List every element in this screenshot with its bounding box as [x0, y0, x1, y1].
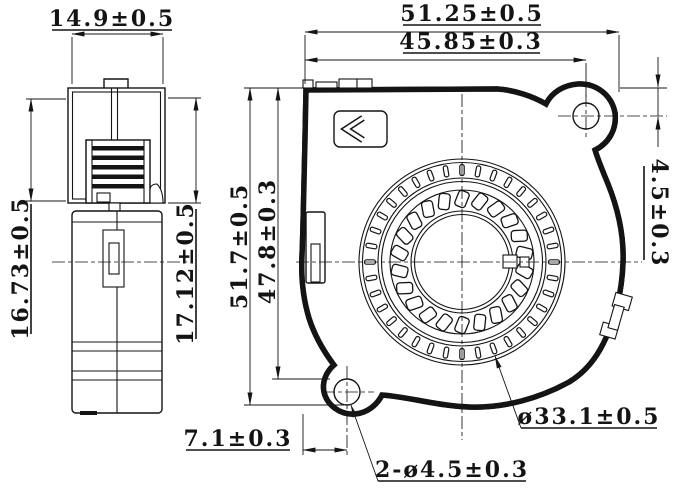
impeller-blade: [437, 192, 451, 211]
side-latch-tab-inner: [310, 243, 321, 283]
impeller-blade: [420, 199, 435, 219]
stator-notch: [96, 192, 111, 203]
impeller-blade: [395, 226, 414, 245]
impeller-blade-tip: [535, 211, 548, 221]
stator-column-right: [143, 139, 151, 204]
impeller-blade-tip: [546, 274, 559, 282]
dim-mounting-holes: 2-ø4.5±0.3: [375, 457, 529, 483]
front-view: [302, 78, 633, 414]
connector-inner: [108, 242, 120, 275]
rotation-label-box: [333, 110, 388, 148]
impeller-blade: [486, 200, 506, 218]
impeller-blade-tip: [365, 242, 378, 250]
impeller-blade-tip: [386, 316, 397, 327]
impeller-blade-tip: [474, 346, 482, 359]
impeller-blade: [435, 313, 453, 332]
impeller-blade-tip: [503, 176, 513, 189]
impeller-blade-tip: [369, 226, 382, 235]
impeller-blade-tip: [397, 186, 408, 197]
dim-side-height-left: 16.73±0.5: [8, 196, 34, 340]
impeller-blade-tip: [442, 346, 450, 359]
impeller-blade: [390, 244, 409, 262]
impeller-blade-tip: [365, 274, 378, 282]
impeller-blade: [390, 263, 409, 279]
impeller-blade-tip: [516, 327, 527, 338]
body-foot: [80, 411, 97, 415]
balance-mark-1: [502, 254, 518, 269]
stator-laminations: [92, 146, 144, 189]
impeller-blade-tip: [397, 327, 408, 338]
dim-front-width-to-hole: 45.85±0.3: [399, 29, 543, 55]
impeller-blade: [510, 229, 529, 243]
impeller-blade-tip: [376, 211, 389, 221]
shaft-top-tab: [103, 78, 129, 88]
leader-impeller-diameter: [494, 355, 522, 429]
stator-column-left: [85, 139, 93, 204]
impeller-blade: [406, 211, 423, 230]
connector-outer: [102, 229, 125, 288]
impeller-blade-tip: [376, 303, 389, 313]
impeller-outer-blades: [363, 163, 561, 361]
dim-front-height-overall: 51.7±0.5: [227, 183, 253, 309]
rotation-chevron-icon-inner: [342, 116, 364, 142]
impeller-blade: [489, 305, 504, 325]
dim-impeller-diameter: ø33.1±0.5: [518, 404, 661, 430]
impeller-inner-blades: [390, 189, 534, 335]
dim-front-height-inner: 47.8±0.3: [255, 178, 281, 304]
impeller-blade: [405, 295, 424, 311]
impeller-blade-tip: [542, 226, 555, 235]
impeller-blade: [418, 306, 438, 324]
impeller-blade-tip: [369, 289, 382, 298]
impeller-blade: [395, 281, 414, 295]
impeller-blade-tip: [426, 169, 435, 182]
impeller-blade-tip: [411, 335, 421, 348]
top-edge-tabs: [302, 78, 373, 89]
dim-hole-offset-top: 4.5±0.3: [646, 159, 672, 268]
impeller-blade-tip: [527, 316, 538, 327]
housing-step: [108, 202, 121, 212]
side-latch-tab: [305, 211, 326, 284]
impeller-blade-tip: [489, 342, 498, 355]
dim-side-width: 14.9±0.5: [49, 6, 175, 32]
right-edge-clip: [599, 291, 633, 340]
impeller-blade-tip: [546, 242, 559, 250]
dim-side-height-right: 17.12±0.5: [173, 201, 199, 345]
impeller-blade-tip: [474, 165, 482, 178]
impeller-blade-tip: [386, 197, 397, 208]
impeller-blade: [510, 279, 529, 298]
impeller-blade-tip: [535, 303, 548, 313]
impeller-blade: [500, 213, 519, 229]
impeller-blade-tip: [489, 169, 498, 182]
dim-front-width-overall: 51.25±0.5: [400, 1, 544, 27]
impeller-blade-tip: [442, 165, 450, 178]
impeller-blade-tip: [426, 342, 435, 355]
dimension-annotations: 14.9±0.5 16.73±0.5 17.12±0.5 51.25±0.5 4…: [8, 1, 672, 483]
dim-hole-offset-left: 7.1±0.3: [184, 426, 293, 452]
side-view: [67, 78, 166, 415]
housing-corner-bracket: [149, 183, 164, 204]
leader-mounting-holes: [350, 404, 379, 482]
impeller-blade-tip: [527, 197, 538, 208]
impeller-blade: [473, 313, 487, 332]
impeller-blade-tip: [411, 176, 421, 189]
centerlines: [52, 94, 667, 455]
impeller-blade-tip: [503, 335, 513, 348]
impeller-blade: [471, 192, 489, 211]
impeller-blade-tip: [516, 186, 527, 197]
impeller-blade-tip: [542, 289, 555, 298]
impeller-blade: [501, 294, 518, 313]
